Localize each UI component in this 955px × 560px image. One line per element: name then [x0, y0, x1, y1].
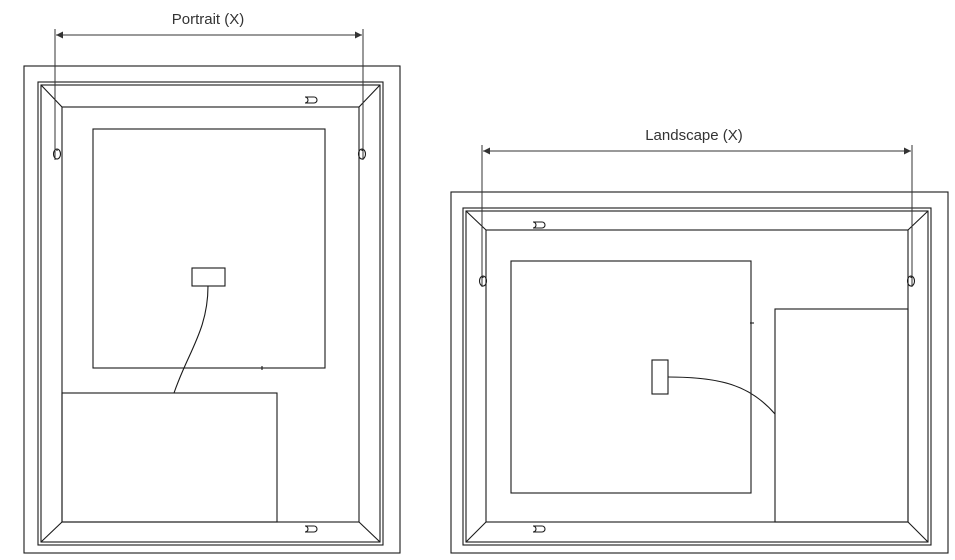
- keyhole-hanger-icon: [52, 148, 62, 160]
- keyhole-hanger-icon: [532, 525, 546, 533]
- portrait-corner-bevels: [40, 84, 381, 543]
- portrait-connector-box: [191, 267, 226, 287]
- portrait-frame-inner-edge: [37, 81, 384, 546]
- keyhole-hanger-icon: [304, 96, 318, 104]
- portrait-lower-panel: [61, 392, 278, 523]
- keyhole-hanger-icon: [532, 221, 546, 229]
- landscape-main-panel: [510, 260, 752, 494]
- portrait-upper-panel: [92, 128, 326, 369]
- portrait-cable: [173, 285, 209, 394]
- landscape-corner-bevels: [465, 210, 929, 543]
- portrait-frame-rebate: [40, 84, 381, 543]
- landscape-frame-inner-edge: [462, 207, 932, 546]
- portrait-outer-frame: [23, 65, 401, 554]
- portrait-dimension-label: Portrait (X): [172, 11, 245, 28]
- keyhole-hanger-icon: [478, 275, 488, 287]
- landscape-outer-frame: [450, 191, 949, 554]
- landscape-frame-rebate: [465, 210, 929, 543]
- landscape-dimension: Landscape (X): [481, 127, 913, 287]
- portrait-backing-panel: [61, 106, 360, 523]
- landscape-mirror-back-view: [450, 191, 949, 554]
- keyhole-hanger-icon: [357, 148, 367, 160]
- landscape-dimension-label: Landscape (X): [645, 127, 743, 144]
- portrait-dimension: Portrait (X): [54, 11, 364, 160]
- landscape-side-panel: [774, 308, 909, 523]
- landscape-cable: [667, 376, 776, 415]
- landscape-backing-panel: [485, 229, 909, 523]
- portrait-mirror-back-view: [23, 65, 401, 554]
- keyhole-hanger-icon: [906, 275, 916, 287]
- landscape-connector-box: [651, 359, 669, 395]
- keyhole-hanger-icon: [304, 525, 318, 533]
